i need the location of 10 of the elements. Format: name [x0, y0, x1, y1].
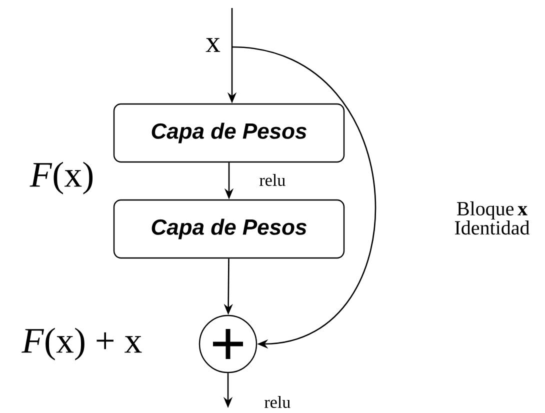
- arrow: [232, 46, 376, 349]
- layer-box: Capa de Pesos: [113, 199, 345, 259]
- edge-label: x: [206, 38, 220, 52]
- sum-circle: [198, 314, 258, 374]
- formula-label: F(x) + x: [22, 328, 142, 360]
- formula-label: F(x): [30, 162, 93, 194]
- layer-box: Capa de Pesos: [113, 103, 345, 163]
- edge-label: relu: [264, 396, 290, 408]
- edge-label: Bloque x Identidad: [454, 201, 530, 235]
- edge-label: relu: [260, 174, 286, 186]
